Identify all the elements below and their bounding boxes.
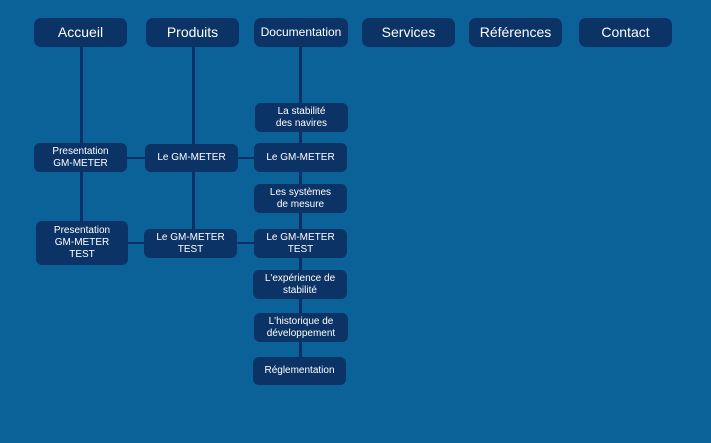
doc-le-gm-meter-test[interactable]: Le GM-METER TEST [254, 229, 347, 258]
produits-le-gm-meter-test[interactable]: Le GM-METER TEST [144, 229, 237, 258]
doc-historique-de-developpement[interactable]: L'historique de développement [254, 313, 348, 342]
nav-services[interactable]: Services [362, 18, 455, 47]
nav-accueil[interactable]: Accueil [34, 18, 127, 47]
nav-references[interactable]: Références [469, 18, 562, 47]
doc-systemes-de-mesure[interactable]: Les systèmes de mesure [254, 184, 347, 213]
accueil-presentation-gm-meter[interactable]: Presentation GM-METER [34, 143, 127, 172]
nav-contact[interactable]: Contact [579, 18, 672, 47]
doc-stabilite-des-navires[interactable]: La stabilité des navires [255, 103, 348, 132]
doc-le-gm-meter[interactable]: Le GM-METER [254, 143, 347, 172]
accueil-presentation-gm-meter-test[interactable]: Presentation GM-METER TEST [36, 221, 128, 265]
nav-produits[interactable]: Produits [146, 18, 239, 47]
doc-reglementation[interactable]: Réglementation [253, 357, 346, 385]
nav-documentation[interactable]: Documentation [254, 18, 348, 47]
produits-le-gm-meter[interactable]: Le GM-METER [145, 144, 238, 172]
doc-experience-de-stabilite[interactable]: L'expérience de stabilité [253, 270, 347, 299]
